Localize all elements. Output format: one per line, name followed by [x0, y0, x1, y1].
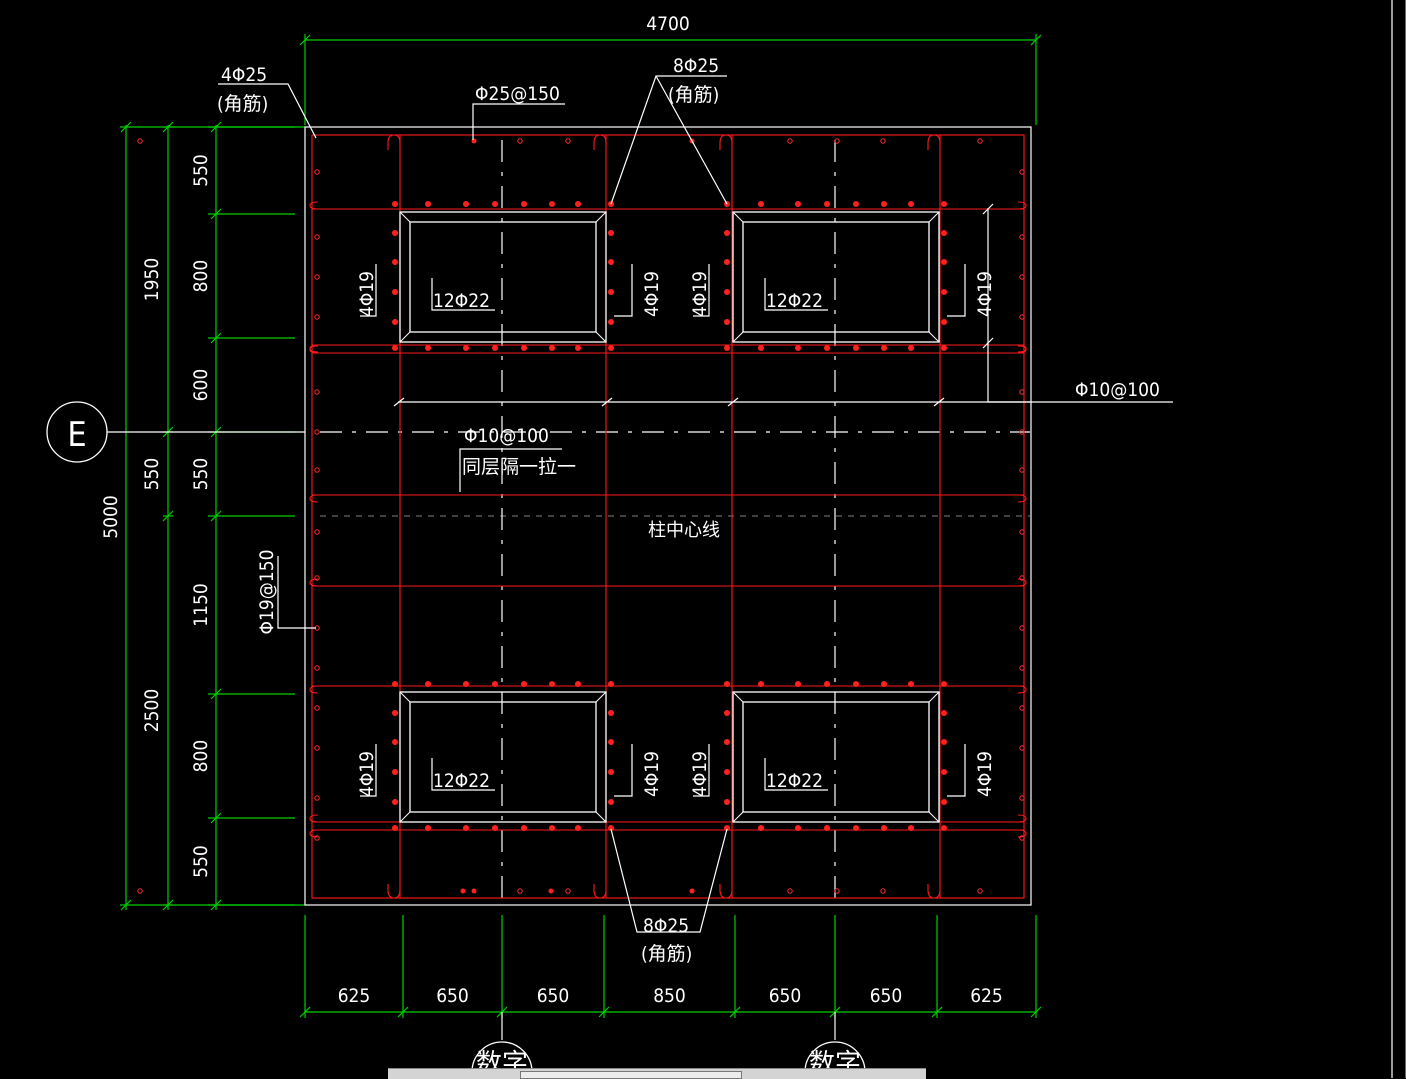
left-outer-dim-label: 2500	[141, 689, 163, 733]
column-bars-label: 12Φ22	[433, 290, 490, 312]
left-inner-dim-label: 550	[190, 845, 212, 878]
column-side-bars-label: 4Φ19	[356, 751, 378, 797]
column-centerline-label: 柱中心线	[648, 520, 720, 541]
column-side-bars-label: 4Φ19	[689, 271, 711, 317]
side-bars-label: Φ19@150	[256, 550, 278, 635]
left-inner-dim-label: 800	[190, 260, 212, 293]
column-side-bars-label: 4Φ19	[974, 271, 996, 317]
stirrup-right-label: Φ10@100	[1075, 379, 1160, 401]
top-corner-group-note: (角筋)	[668, 84, 719, 106]
overall-width-label: 4700	[646, 13, 690, 35]
column-side-bars-label: 4Φ19	[641, 751, 663, 797]
bottom-dim-label: 625	[970, 985, 1003, 1007]
column-side-bars-label: 4Φ19	[974, 751, 996, 797]
stirrup-center-note: 同层隔一拉一	[462, 456, 576, 478]
column-side-bars-label: 4Φ19	[356, 271, 378, 317]
bottom-corner-group-label: 8Φ25	[643, 915, 689, 937]
left-outer-dim-label: 1950	[141, 258, 163, 302]
left-outer-dim-label: 550	[141, 458, 163, 491]
bottom-dim-label: 650	[436, 985, 469, 1007]
rebar-dots	[137, 138, 1025, 894]
axis-bubble-e: E	[46, 401, 305, 463]
center-lines	[320, 140, 1030, 900]
left-inner-dim-label: 550	[190, 154, 212, 187]
bottom-corner-group-note: (角筋)	[641, 943, 692, 965]
top-corner-group-label: 8Φ25	[673, 55, 719, 77]
axis-label-e: E	[67, 415, 86, 455]
bottom-dim-label: 650	[537, 985, 570, 1007]
left-inner-dim-label: 600	[190, 369, 212, 402]
column-bars-label: 12Φ22	[433, 770, 490, 792]
pile-cap-outline	[304, 126, 1032, 906]
left-inner-dim-label: 1150	[190, 583, 212, 627]
corner-bars-label: 4Φ25	[221, 64, 267, 86]
overall-height-label: 5000	[100, 495, 122, 539]
horizontal-scrollbar[interactable]	[388, 1068, 926, 1079]
top-dimension: 4700	[299, 13, 1042, 125]
corner-bars-note: (角筋)	[217, 93, 268, 115]
rebar-grid	[309, 134, 1027, 899]
column-bars-label: 12Φ22	[766, 290, 823, 312]
left-inner-dim-label: 800	[190, 740, 212, 773]
left-inner-dim-label: 550	[190, 458, 212, 491]
column-bars-label: 12Φ22	[766, 770, 823, 792]
bottom-dim-label: 650	[870, 985, 903, 1007]
annotations: 4Φ25 (角筋) Φ25@150 8Φ25 (角筋) 8Φ25 (角筋) Φ1…	[217, 55, 1173, 965]
bottom-dim-label: 850	[653, 985, 686, 1007]
bottom-dim-label: 650	[769, 985, 802, 1007]
left-dimensions: 5000 1950 550 2500 550 800 600 550 1150 800 550	[100, 121, 305, 911]
bottom-dim-label: 625	[338, 985, 371, 1007]
column-side-bars-label: 4Φ19	[641, 271, 663, 317]
column-sections	[399, 211, 940, 823]
stirrup-center-label: Φ10@100	[464, 425, 549, 447]
top-bars-label: Φ25@150	[475, 83, 560, 105]
column-side-bars-label: 4Φ19	[689, 751, 711, 797]
